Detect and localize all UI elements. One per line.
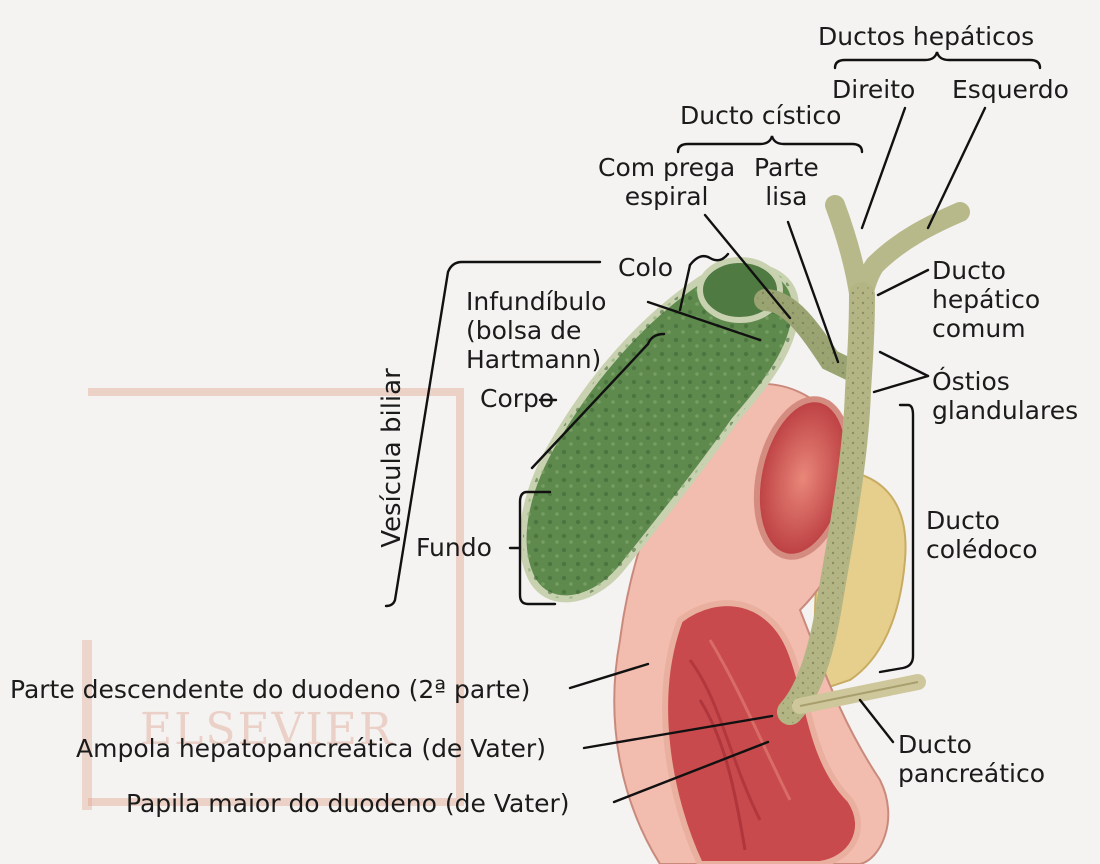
duodenum-opened-wall — [662, 600, 862, 864]
label-ducto-pancreatico: Ducto pancreático — [898, 730, 1045, 788]
label-ductos-hepaticos: Ductos hepáticos — [818, 22, 1035, 51]
label-pancreatico-line2: pancreático — [898, 759, 1045, 788]
label-parte-lisa: Parte lisa — [754, 153, 819, 211]
label-ducto-coledoco: Ducto colédoco — [926, 506, 1038, 564]
watermark-bar — [82, 640, 92, 810]
label-esquerdo: Esquerdo — [952, 75, 1069, 104]
label-coledoco-line1: Ducto — [926, 506, 1000, 535]
watermark-logo: ELSEVIER — [140, 704, 395, 755]
label-ducto-cistico: Ducto cístico — [680, 101, 842, 130]
label-papila: Papila maior do duodeno (de Vater) — [126, 789, 570, 818]
label-ampola: Ampola hepatopancreática (de Vater) — [76, 734, 546, 763]
label-infundibulo-line2: (bolsa de — [466, 316, 582, 345]
label-coledoco-line2: colédoco — [926, 535, 1038, 564]
label-infundibulo-line1: Infundíbulo — [466, 287, 607, 316]
leader-lines — [384, 51, 1042, 804]
label-dhc-line1: Ducto — [932, 256, 1006, 285]
label-ostios-line1: Óstios — [932, 367, 1010, 396]
label-parte-descendente: Parte descendente do duodeno (2ª parte) — [10, 675, 531, 704]
watermark-frame — [88, 388, 464, 806]
label-ostios-glandulares: Óstios glandulares — [932, 367, 1078, 425]
label-infundibulo: Infundíbulo (bolsa de Hartmann) — [466, 287, 606, 374]
label-parte-lisa-line1: Parte — [754, 153, 819, 182]
label-parte-lisa-line2: lisa — [765, 182, 808, 211]
label-infundibulo-line3: Hartmann) — [466, 345, 602, 374]
label-vesicula-biliar: Vesícula biliar — [377, 368, 407, 548]
label-com-prega-espiral: Com prega espiral — [598, 153, 735, 211]
label-ostios-line2: glandulares — [932, 396, 1079, 425]
label-dhc-line2: hepático — [932, 285, 1041, 314]
label-colo: Colo — [618, 253, 673, 282]
label-pancreatico-line1: Ducto — [898, 730, 972, 759]
label-fundo: Fundo — [416, 533, 492, 562]
label-com-prega-line2: espiral — [624, 182, 709, 211]
label-direito: Direito — [832, 75, 916, 104]
label-dhc-line3: comum — [932, 314, 1026, 343]
label-ducto-hepatico-comum: Ducto hepático comum — [932, 256, 1040, 343]
label-corpo: Corpo — [480, 384, 555, 413]
label-com-prega-line1: Com prega — [598, 153, 736, 182]
